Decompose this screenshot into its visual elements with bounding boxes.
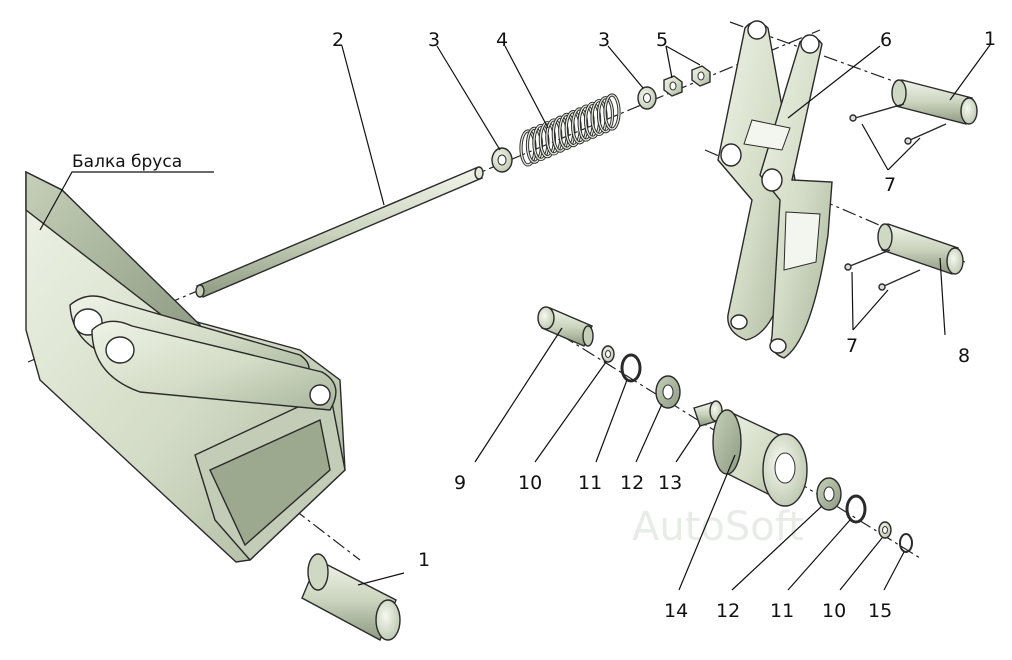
callout-4: 4 bbox=[496, 29, 508, 51]
callout-3-right: 3 bbox=[598, 29, 610, 51]
callout-10-left: 10 bbox=[518, 472, 542, 494]
washer-10-left bbox=[601, 345, 615, 363]
callout-2: 2 bbox=[332, 29, 344, 51]
ring-11-left bbox=[620, 353, 642, 383]
callout-3-left: 3 bbox=[428, 29, 440, 51]
callout-14: 14 bbox=[664, 600, 688, 622]
callout-12-left: 12 bbox=[620, 472, 644, 494]
callout-12-right: 12 bbox=[716, 600, 740, 622]
cotter-pins-part bbox=[844, 103, 947, 291]
bushing-12-right bbox=[816, 477, 842, 511]
callout-5: 5 bbox=[656, 29, 668, 51]
bushing-12-left bbox=[655, 375, 681, 409]
ring-15 bbox=[899, 533, 913, 553]
beam-lug-front bbox=[91, 320, 337, 411]
callout-10-right: 10 bbox=[822, 600, 846, 622]
ring-11-right bbox=[845, 494, 867, 524]
washer-left bbox=[491, 147, 513, 173]
link-plates-part bbox=[717, 20, 833, 359]
callout-1-bottom: 1 bbox=[418, 549, 430, 571]
spring-coil-highlight bbox=[604, 94, 620, 130]
bolt-part bbox=[537, 306, 594, 347]
callout-6: 6 bbox=[880, 29, 892, 51]
spring-part bbox=[519, 93, 621, 167]
callout-9: 9 bbox=[454, 472, 466, 494]
nuts-part bbox=[663, 65, 711, 97]
callout-7-top: 7 bbox=[884, 174, 896, 196]
callout-13: 13 bbox=[658, 472, 682, 494]
pin-top-part bbox=[891, 79, 978, 125]
callouts: 1 2 3 4 3 5 6 7 7 8 9 10 11 12 13 14 12 … bbox=[72, 28, 996, 622]
spring-coil-highlight bbox=[597, 97, 614, 133]
watermark-text: AutoSoft bbox=[632, 504, 804, 550]
pin-bottom-part bbox=[301, 553, 401, 641]
washer-right bbox=[637, 86, 657, 110]
leader-lines bbox=[39, 44, 991, 591]
pin-8-part bbox=[877, 223, 964, 275]
beam-label: Балка бруса bbox=[72, 152, 182, 172]
roller-14 bbox=[712, 409, 808, 507]
washer-10-right bbox=[878, 521, 892, 539]
callout-15: 15 bbox=[868, 600, 892, 622]
rod-part bbox=[195, 166, 484, 298]
callout-1-top: 1 bbox=[984, 28, 996, 50]
callout-11-right: 11 bbox=[770, 600, 794, 622]
callout-11-left: 11 bbox=[578, 472, 602, 494]
callout-7-bottom: 7 bbox=[846, 335, 858, 357]
callout-8: 8 bbox=[958, 345, 970, 367]
